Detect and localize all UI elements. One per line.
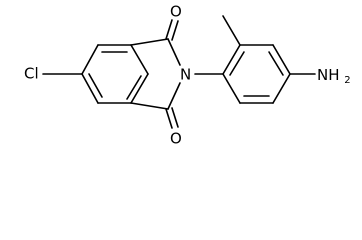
bond-ring-5-inner xyxy=(88,73,103,98)
amino-group-main: NH xyxy=(317,66,340,84)
bond-ring-3-inner xyxy=(126,75,142,100)
bond-imide-top-carbon xyxy=(130,38,169,46)
amino-group-label: NH 2 xyxy=(317,66,351,87)
bond-carbonyl-bottom-a xyxy=(165,108,173,129)
bond-ring-2 xyxy=(130,44,149,75)
atom-labels: Cl N O O NH 2 xyxy=(24,3,351,148)
bond-aryl-1 xyxy=(222,44,241,75)
chemical-structure-diagram: Cl N O O NH 2 xyxy=(24,3,351,148)
bonds xyxy=(42,15,316,129)
bond-aryl-4 xyxy=(272,73,291,104)
bond-ring-3 xyxy=(130,73,149,104)
carbonyl-oxygen-top-label: O xyxy=(170,3,182,21)
bond-imide-bottom-n xyxy=(167,82,181,110)
bond-aryl-3 xyxy=(272,44,291,75)
bond-imide-top-n xyxy=(167,38,181,66)
chlorine-label: Cl xyxy=(24,65,39,83)
carbonyl-oxygen-bottom-label: O xyxy=(170,130,182,148)
bond-methyl xyxy=(222,15,241,46)
bond-carbonyl-bottom-b xyxy=(171,107,179,128)
bond-ring-5 xyxy=(81,73,99,104)
bond-aryl-6 xyxy=(222,73,241,104)
bond-aryl-1-inner xyxy=(229,51,245,76)
bond-imide-bottom-carbon xyxy=(130,102,169,110)
bond-aryl-3-inner xyxy=(268,51,284,76)
bond-carbonyl-top-a xyxy=(165,19,173,40)
bond-carbonyl-top-b xyxy=(171,20,179,41)
bond-ring-6 xyxy=(81,44,99,75)
imide-nitrogen-label: N xyxy=(180,66,191,84)
amino-group-subscript: 2 xyxy=(344,75,350,86)
